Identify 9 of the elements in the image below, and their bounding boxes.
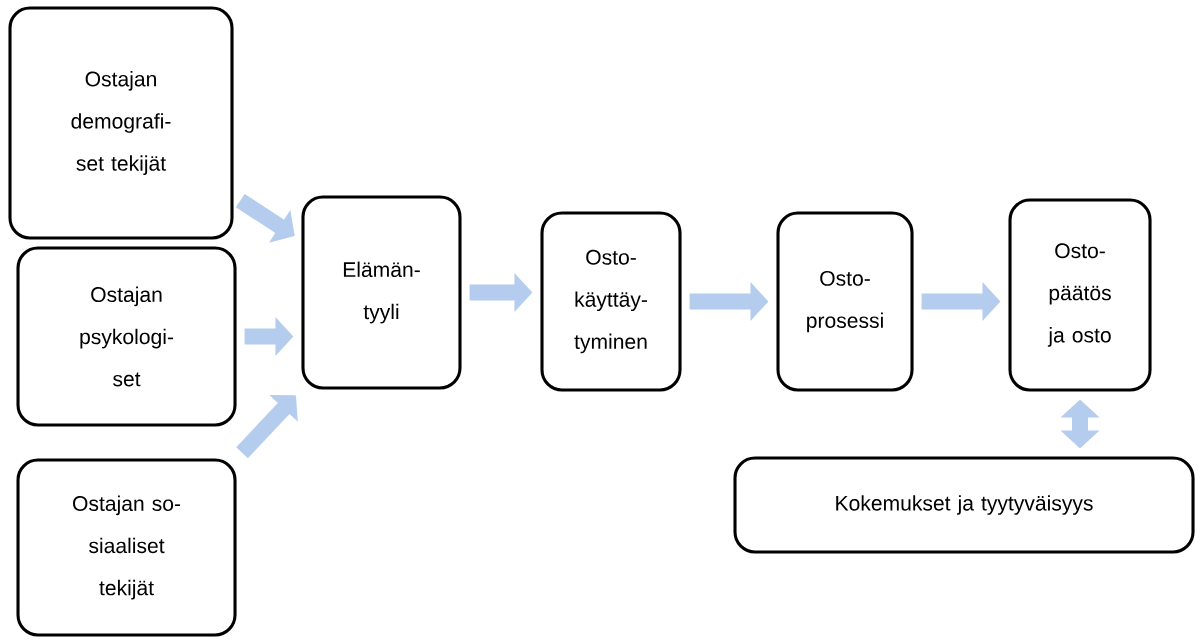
process-box: Ostajan psykologi- set <box>16 246 237 427</box>
process-box: Elämän- tyyli <box>301 195 462 390</box>
process-box: Osto- käyttäy- tyminen <box>540 211 682 392</box>
process-box: Osto- prosessi <box>776 211 914 392</box>
process-box: Kokemukset ja tyytyväisyys <box>733 456 1195 554</box>
process-box: Ostajan demografi- set tekijät <box>8 6 234 240</box>
process-box: Osto- päätös ja osto <box>1008 198 1152 392</box>
process-box: Ostajan so- siaaliset tekijät <box>16 458 237 637</box>
block-arrow <box>236 395 298 459</box>
